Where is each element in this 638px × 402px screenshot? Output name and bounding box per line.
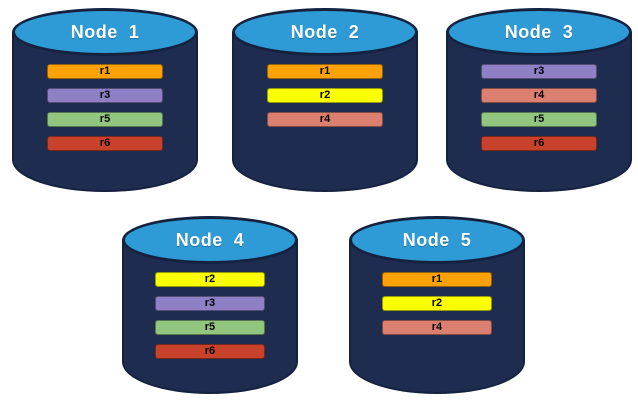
replica-bar: r5 [47,112,163,127]
cylinder-body [122,240,298,394]
node-header: Node 4 [122,216,298,264]
replica-bar: r5 [481,112,597,127]
cylinder-body [349,240,525,394]
node-label: Node 1 [70,21,140,42]
node-cylinder: Node 4 r2 r3 r5 r6 [122,216,298,394]
replica-list: r3 r4 r5 r6 [446,64,632,151]
replica-list: r1 r2 r4 [232,64,418,127]
replica-bar: r4 [481,88,597,103]
node-label: Node 3 [504,21,574,42]
replica-bar: r6 [481,136,597,151]
replica-bar: r3 [155,296,265,311]
replica-bar: r2 [382,296,492,311]
node-header: Node 5 [349,216,525,264]
replica-bar: r1 [382,272,492,287]
replica-bar: r2 [267,88,383,103]
replica-bar: r4 [382,320,492,335]
replica-bar: r3 [47,88,163,103]
node-header: Node 3 [446,8,632,56]
replica-bar: r2 [155,272,265,287]
node-label: Node 5 [402,229,472,250]
node-cylinder: Node 1 r1 r3 r5 r6 [12,8,198,192]
replica-bar: r1 [267,64,383,79]
replica-list: r1 r3 r5 r6 [12,64,198,151]
replica-bar: r3 [481,64,597,79]
node-header: Node 2 [232,8,418,56]
node-cylinder: Node 3 r3 r4 r5 r6 [446,8,632,192]
replica-bar: r5 [155,320,265,335]
replica-list: r1 r2 r4 [349,272,525,335]
node-header: Node 1 [12,8,198,56]
replica-bar: r1 [47,64,163,79]
replica-list: r2 r3 r5 r6 [122,272,298,359]
replica-bar: r6 [47,136,163,151]
node-label: Node 4 [175,229,245,250]
node-label: Node 2 [290,21,360,42]
node-cylinder: Node 5 r1 r2 r4 [349,216,525,394]
node-cylinder: Node 2 r1 r2 r4 [232,8,418,192]
replica-bar: r4 [267,112,383,127]
replica-bar: r6 [155,344,265,359]
